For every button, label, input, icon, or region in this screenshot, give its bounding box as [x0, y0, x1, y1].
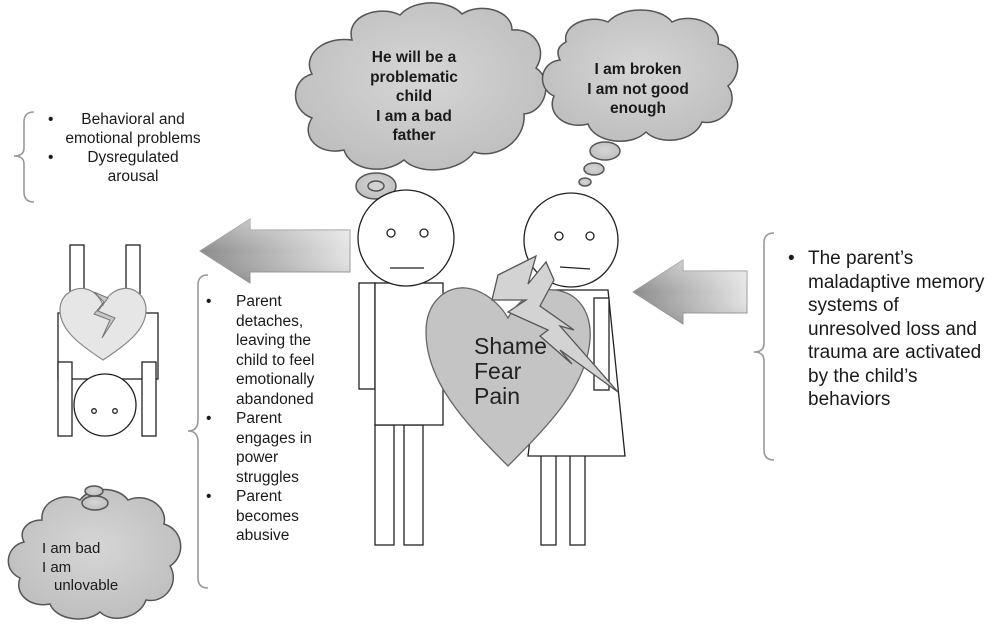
- right-bracket: [753, 232, 775, 461]
- middle-bracket: [187, 274, 209, 589]
- arrow-to-child-icon: [199, 218, 351, 284]
- father-thought-line: problematic: [370, 68, 458, 86]
- father-thought-cloud: [294, 2, 547, 200]
- list-item: Behavioral and emotional problems: [46, 110, 206, 148]
- heart-word: Fear: [474, 358, 522, 384]
- heart-word: Shame: [474, 333, 547, 359]
- father-thought-line: father: [392, 127, 436, 144]
- child-thought-line: I am: [42, 558, 72, 576]
- heart-words: Shame Fear Pain: [474, 334, 547, 409]
- father-thought-line: He will be a: [371, 49, 457, 66]
- father-figure: [357, 189, 455, 546]
- father-thought-text: He will be a problematic child I am a ba…: [334, 48, 494, 146]
- mother-thought-line: I am broken: [594, 61, 682, 78]
- child-thought-cloud: [7, 485, 182, 620]
- child-outcomes-list: Behavioral and emotional problems Dysreg…: [46, 110, 206, 186]
- child-thought-text: I am bad I am unlovable: [42, 540, 118, 596]
- list-item: Dysregulated arousal: [46, 148, 206, 186]
- mother-thought-line: I am not good: [587, 80, 689, 98]
- child-thought-line: I am bad: [42, 540, 101, 557]
- arrow-to-parent-icon: [632, 259, 748, 325]
- father-thought-line: child: [395, 88, 433, 105]
- list-item: Parent engages in power struggles: [204, 409, 330, 487]
- heart-word: Pain: [474, 383, 521, 409]
- activation-list: The parent’s maladaptive memory systems …: [786, 247, 991, 412]
- lightning-bolt-icon: [491, 254, 619, 393]
- left-top-bracket: [13, 111, 35, 203]
- list-item: Parent detaches, leaving the child to fe…: [204, 292, 330, 409]
- child-thought-line: unlovable: [54, 577, 119, 594]
- mother-thought-text: I am broken I am not good enough: [568, 60, 708, 119]
- list-item: Parent becomes abusive: [204, 487, 330, 546]
- mother-thought-line: enough: [610, 100, 666, 117]
- parent-responses-list: Parent detaches, leaving the child to fe…: [204, 292, 330, 546]
- list-item: The parent’s maladaptive memory systems …: [786, 247, 991, 412]
- child-broken-heart-icon: [59, 287, 147, 361]
- mother-thought-cloud: [541, 9, 739, 187]
- father-thought-line: I am a bad: [376, 107, 452, 125]
